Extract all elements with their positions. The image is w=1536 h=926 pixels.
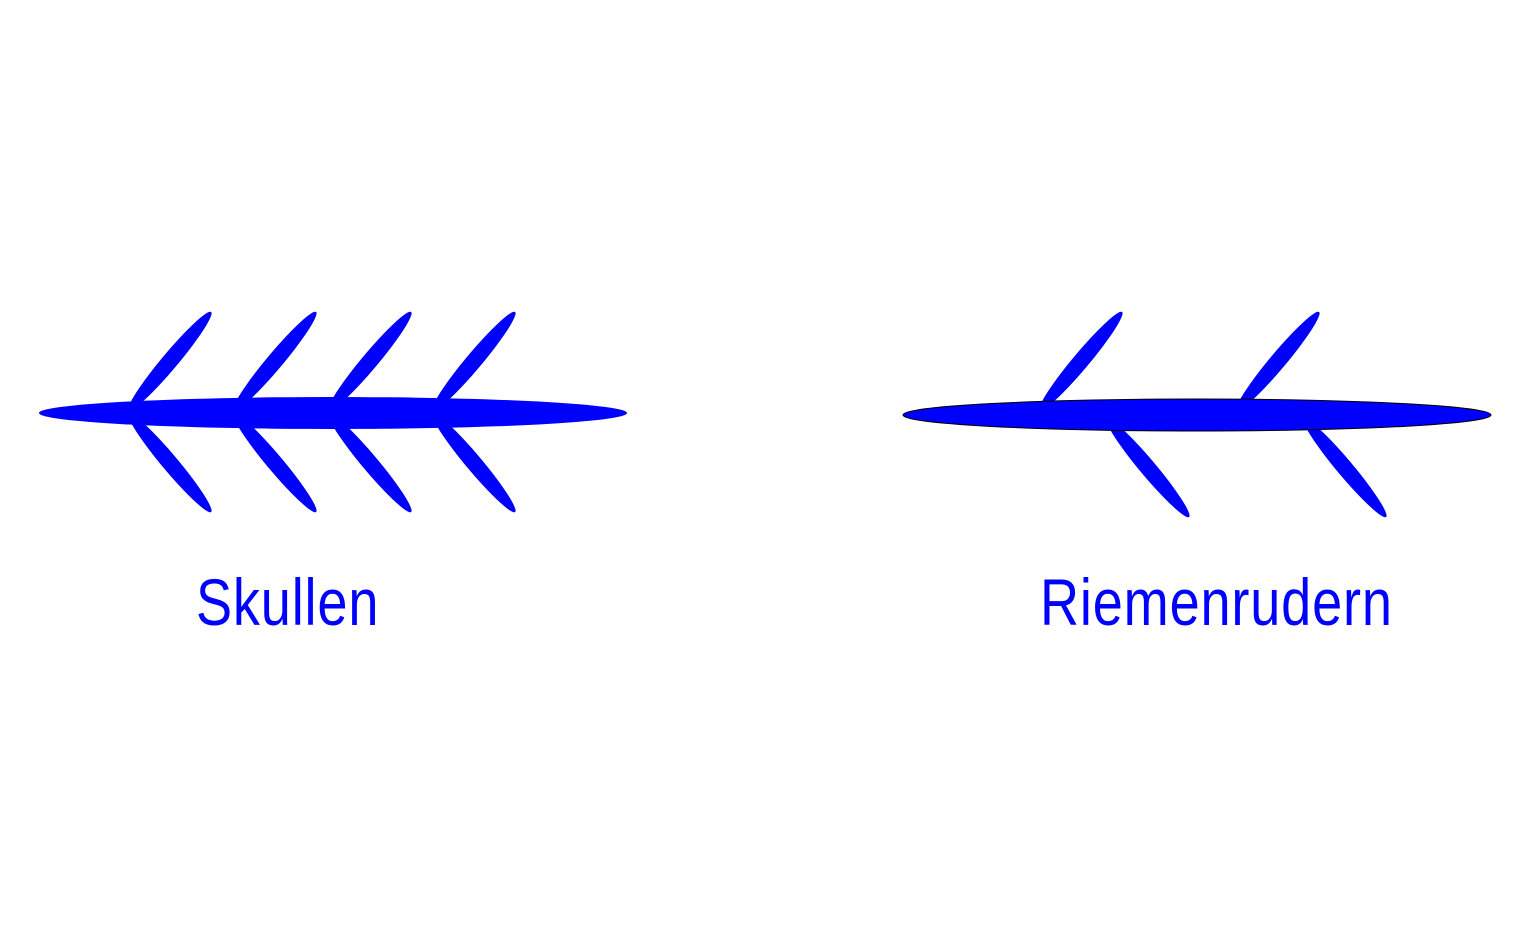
oar-blade: [1236, 311, 1320, 411]
oar-blade: [1039, 311, 1123, 411]
boat-hull: [39, 397, 627, 429]
oar-blade: [128, 311, 212, 411]
oar-blade: [432, 413, 516, 513]
oar-blade: [128, 413, 212, 513]
boat-hull: [902, 398, 1492, 432]
skullen-boat-diagram: [39, 311, 627, 513]
oar-blade: [328, 311, 412, 411]
oar-blade: [233, 311, 317, 411]
riemenrudern-boat-diagram: [902, 311, 1492, 518]
oar-blade: [432, 311, 516, 411]
oar-blade: [1303, 418, 1387, 518]
oar-blade: [1106, 418, 1190, 518]
oar-blade: [233, 413, 317, 513]
riemenrudern-label: Riemenrudern: [1040, 565, 1393, 639]
oar-blade: [328, 413, 412, 513]
skullen-label: Skullen: [196, 565, 380, 639]
